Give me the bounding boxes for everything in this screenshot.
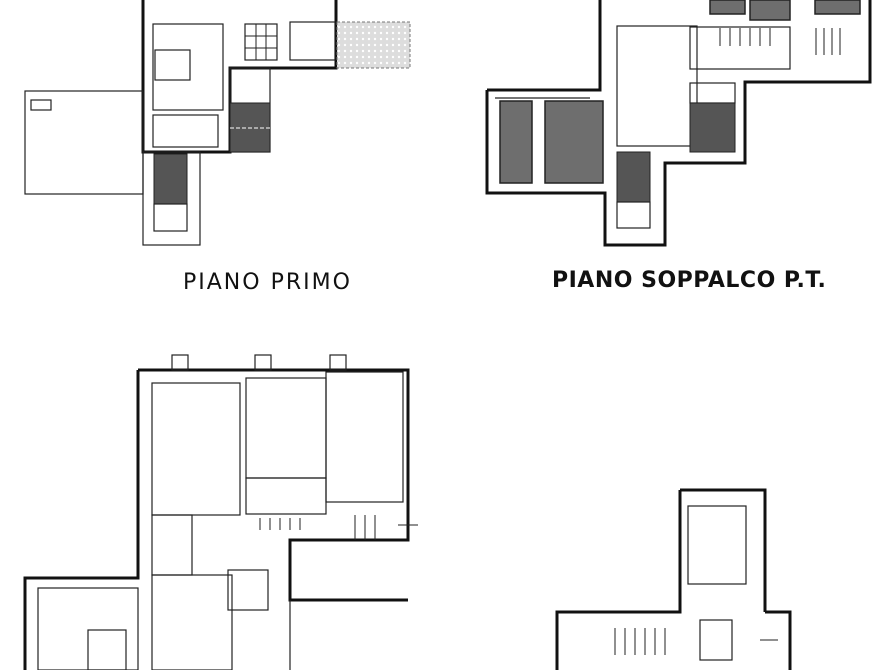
plan-piano-soppalco: [485, 0, 872, 247]
plan-piano-terra: [23, 354, 418, 670]
plan-piano-interrato: [555, 488, 792, 670]
plan-piano-primo: [24, 0, 411, 246]
plan-title-piano-primo: PIANO PRIMO: [183, 270, 352, 295]
plan-title-piano-soppalco: PIANO SOPPALCO P.T.: [552, 268, 827, 293]
